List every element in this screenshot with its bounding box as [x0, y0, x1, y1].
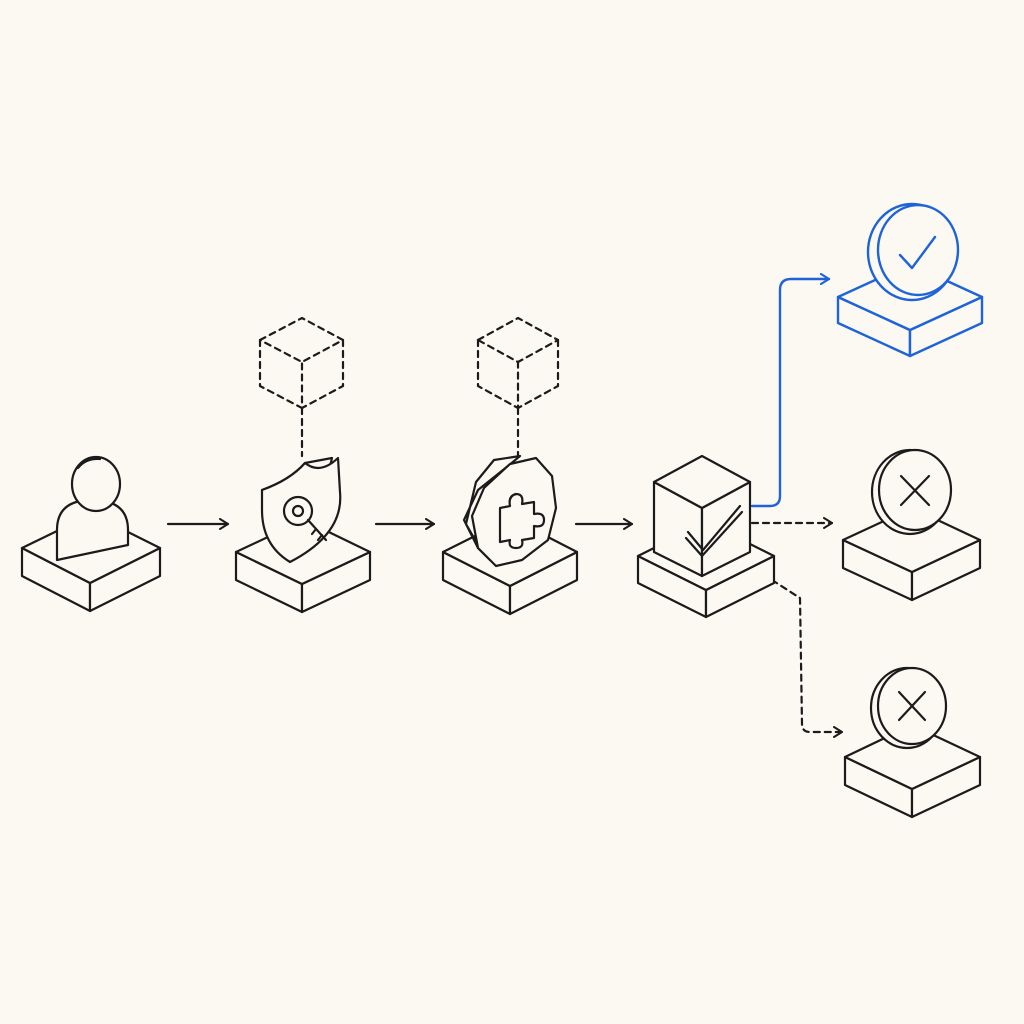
puzzle-octagon-icon — [462, 454, 558, 568]
connector-validate-reject-2 — [770, 578, 844, 738]
checkbox-cube-icon — [652, 454, 752, 578]
node-auth — [234, 316, 372, 614]
connector-validate-success — [750, 279, 831, 508]
pedestal — [843, 723, 982, 819]
user-icon — [55, 455, 130, 562]
pedestal — [841, 506, 982, 602]
node-reject-2 — [843, 666, 982, 819]
node-plugin — [441, 316, 579, 616]
check-circle-icon — [866, 202, 960, 302]
shield-key-icon — [260, 456, 342, 564]
node-validate — [636, 454, 776, 619]
node-reject-1 — [841, 448, 982, 602]
x-circle-icon — [870, 448, 953, 536]
x-circle-icon — [869, 666, 948, 750]
node-user — [20, 455, 162, 613]
node-success — [836, 202, 984, 358]
dashed-cube-icon — [476, 316, 560, 458]
dashed-cube-icon — [258, 316, 345, 458]
